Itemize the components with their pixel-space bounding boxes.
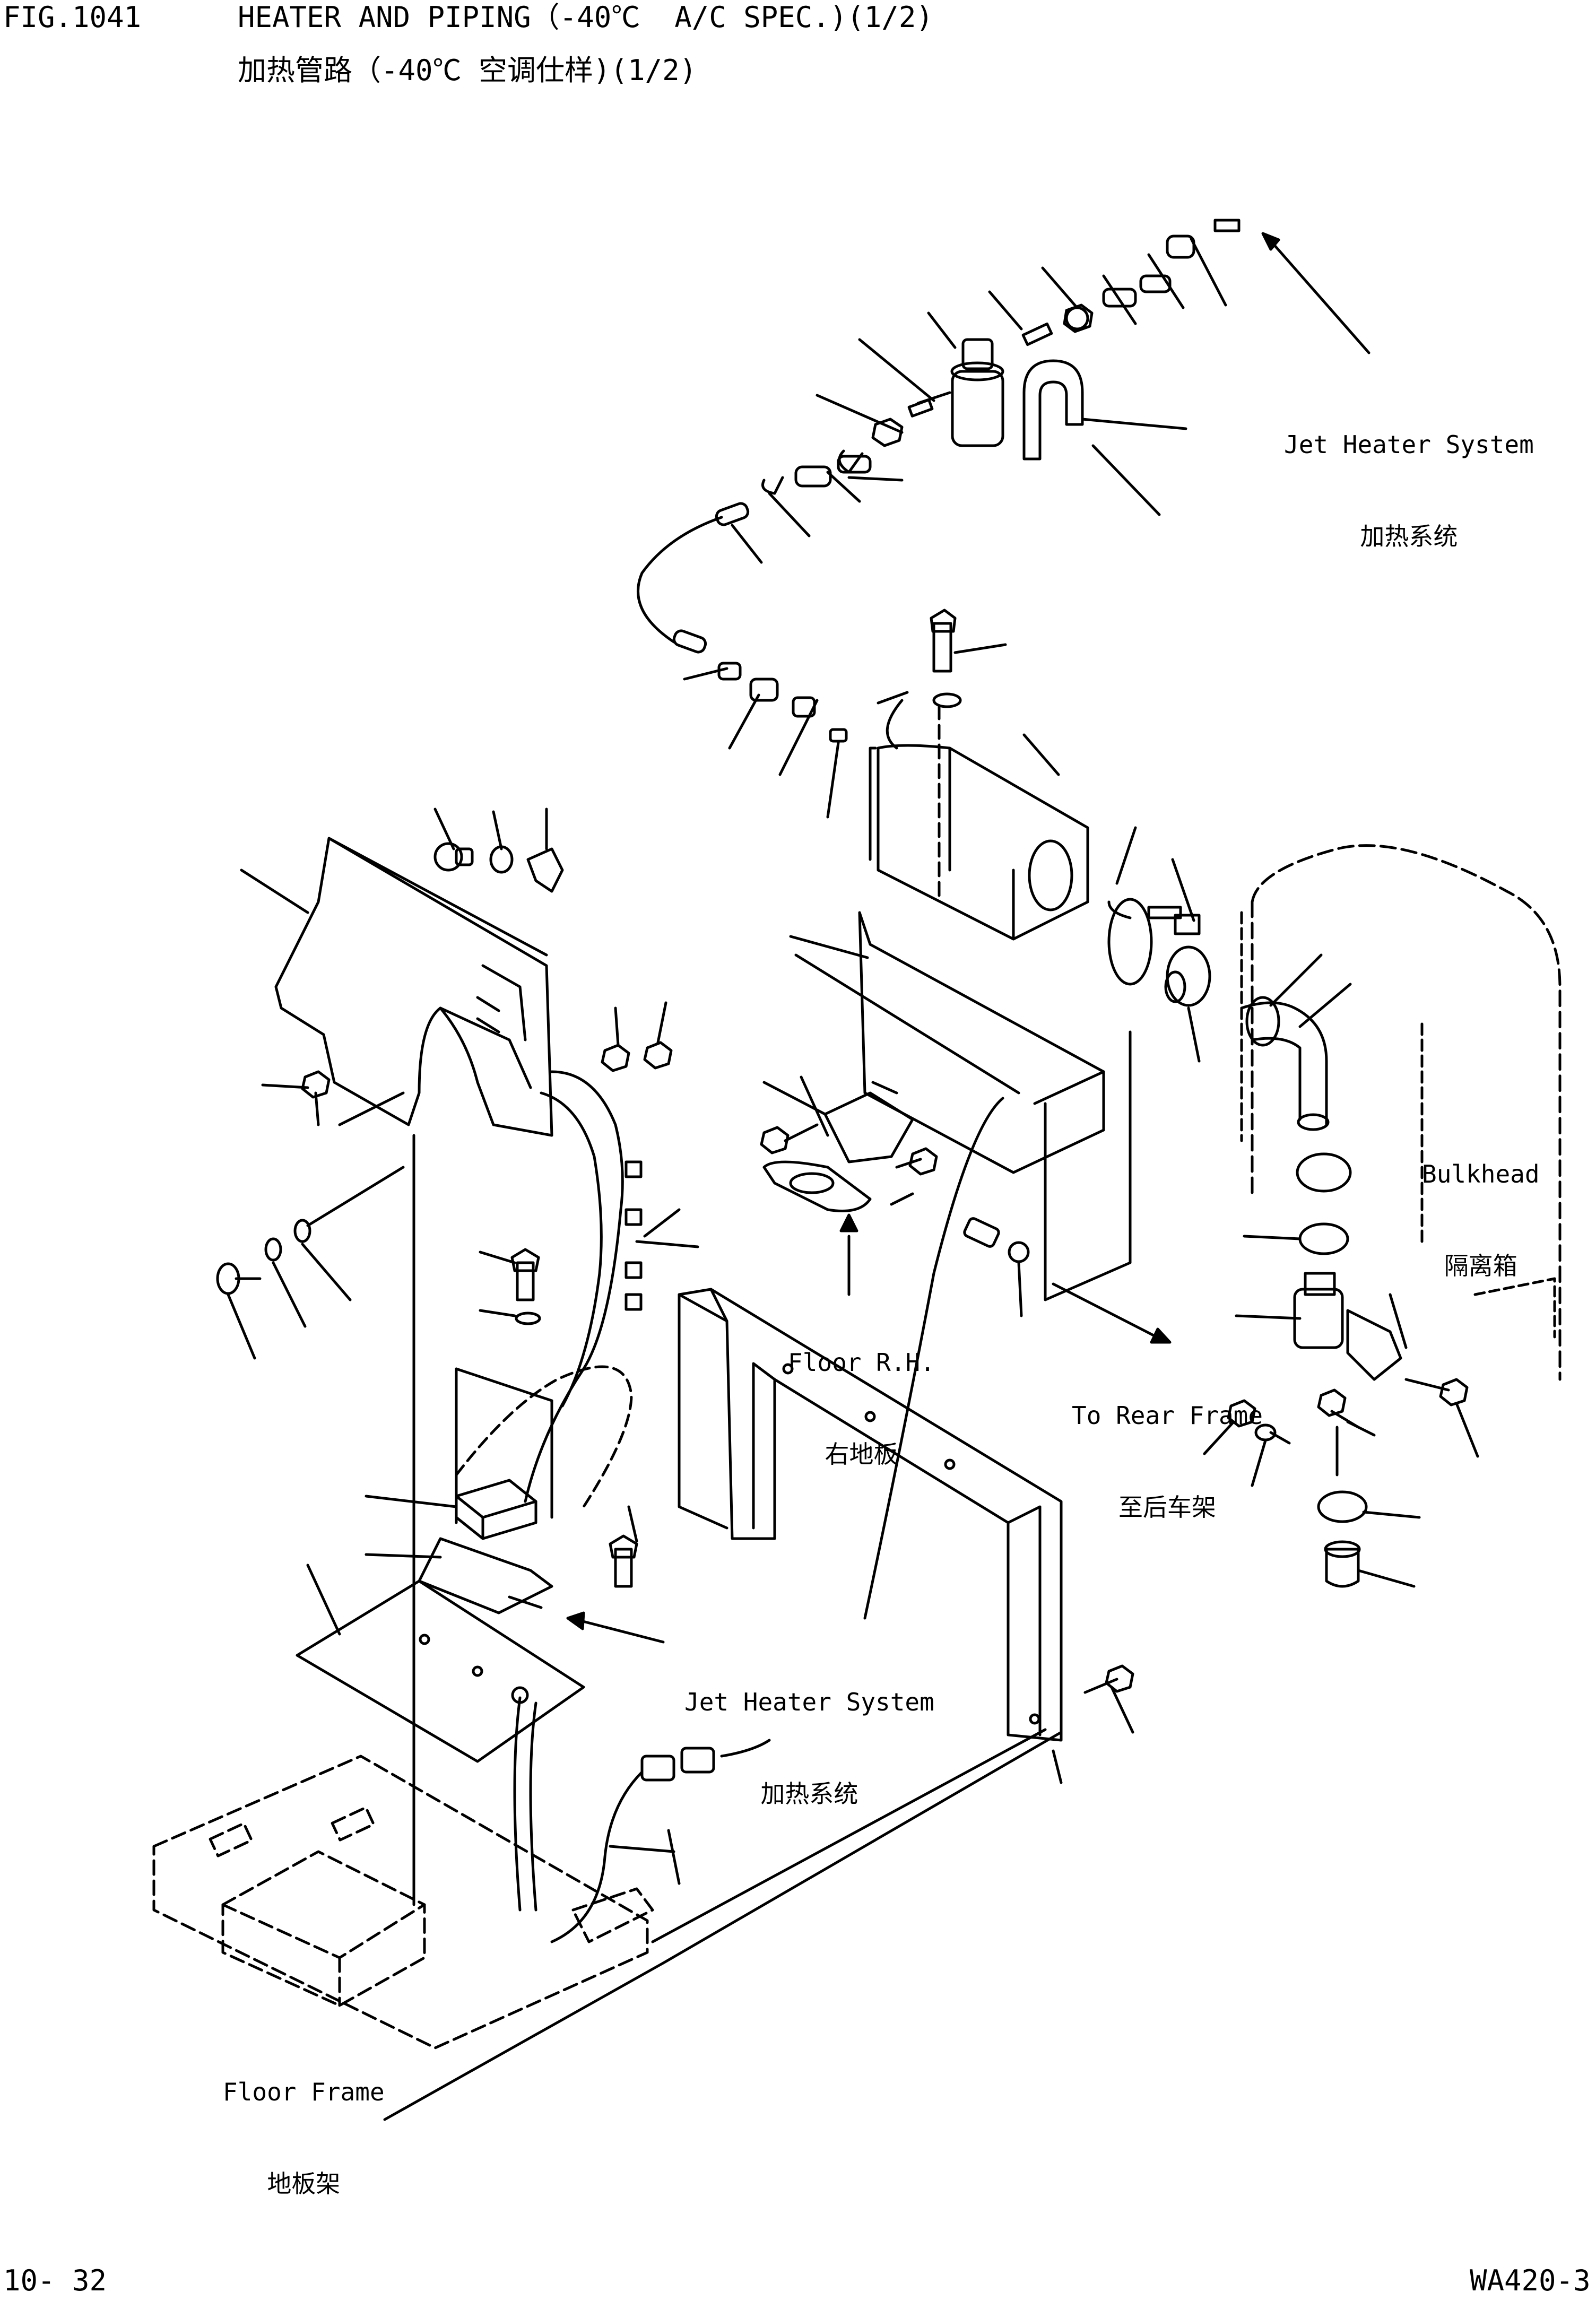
label-to-rear-frame: To Rear Frame 至后车架 (1072, 1401, 1263, 1522)
heater-unit (869, 609, 1211, 1063)
bulkhead (1240, 844, 1562, 1381)
label-jet-heater-system-top: Jet Heater System 加热系统 (1284, 430, 1534, 551)
page-number: 10- 32 (3, 2264, 107, 2297)
left-duct-cover (216, 807, 673, 1360)
rear-frame (678, 1288, 1134, 1784)
harness-and-bracket (296, 1070, 699, 1912)
label-bulkhead: Bulkhead 隔离箱 (1422, 1160, 1540, 1280)
label-jet-heater-system-mid: Jet Heater System 加热系统 (684, 1688, 934, 1808)
floor-edge-lines (383, 1728, 1063, 2121)
model-number: WA420-3 (1470, 2264, 1591, 2297)
title-chinese: 加热管路（-40℃ 空调仕样)(1/2) (238, 54, 697, 87)
label-floor-frame: Floor Frame 地板架 (223, 2078, 385, 2198)
fuel-line-assembly (637, 219, 1371, 819)
lower-harness (550, 1739, 771, 1943)
floor-frame (152, 1755, 654, 2050)
figure-number: FIG.1041 (3, 1, 142, 34)
floor-rh-assembly (760, 911, 1172, 1620)
lower-right-connector (1203, 1272, 1479, 1588)
title-english: HEATER AND PIPING（-40℃ A/C SPEC.)(1/2) (238, 1, 933, 34)
label-floor-rh: Floor R.H. 右地板 (788, 1348, 935, 1469)
